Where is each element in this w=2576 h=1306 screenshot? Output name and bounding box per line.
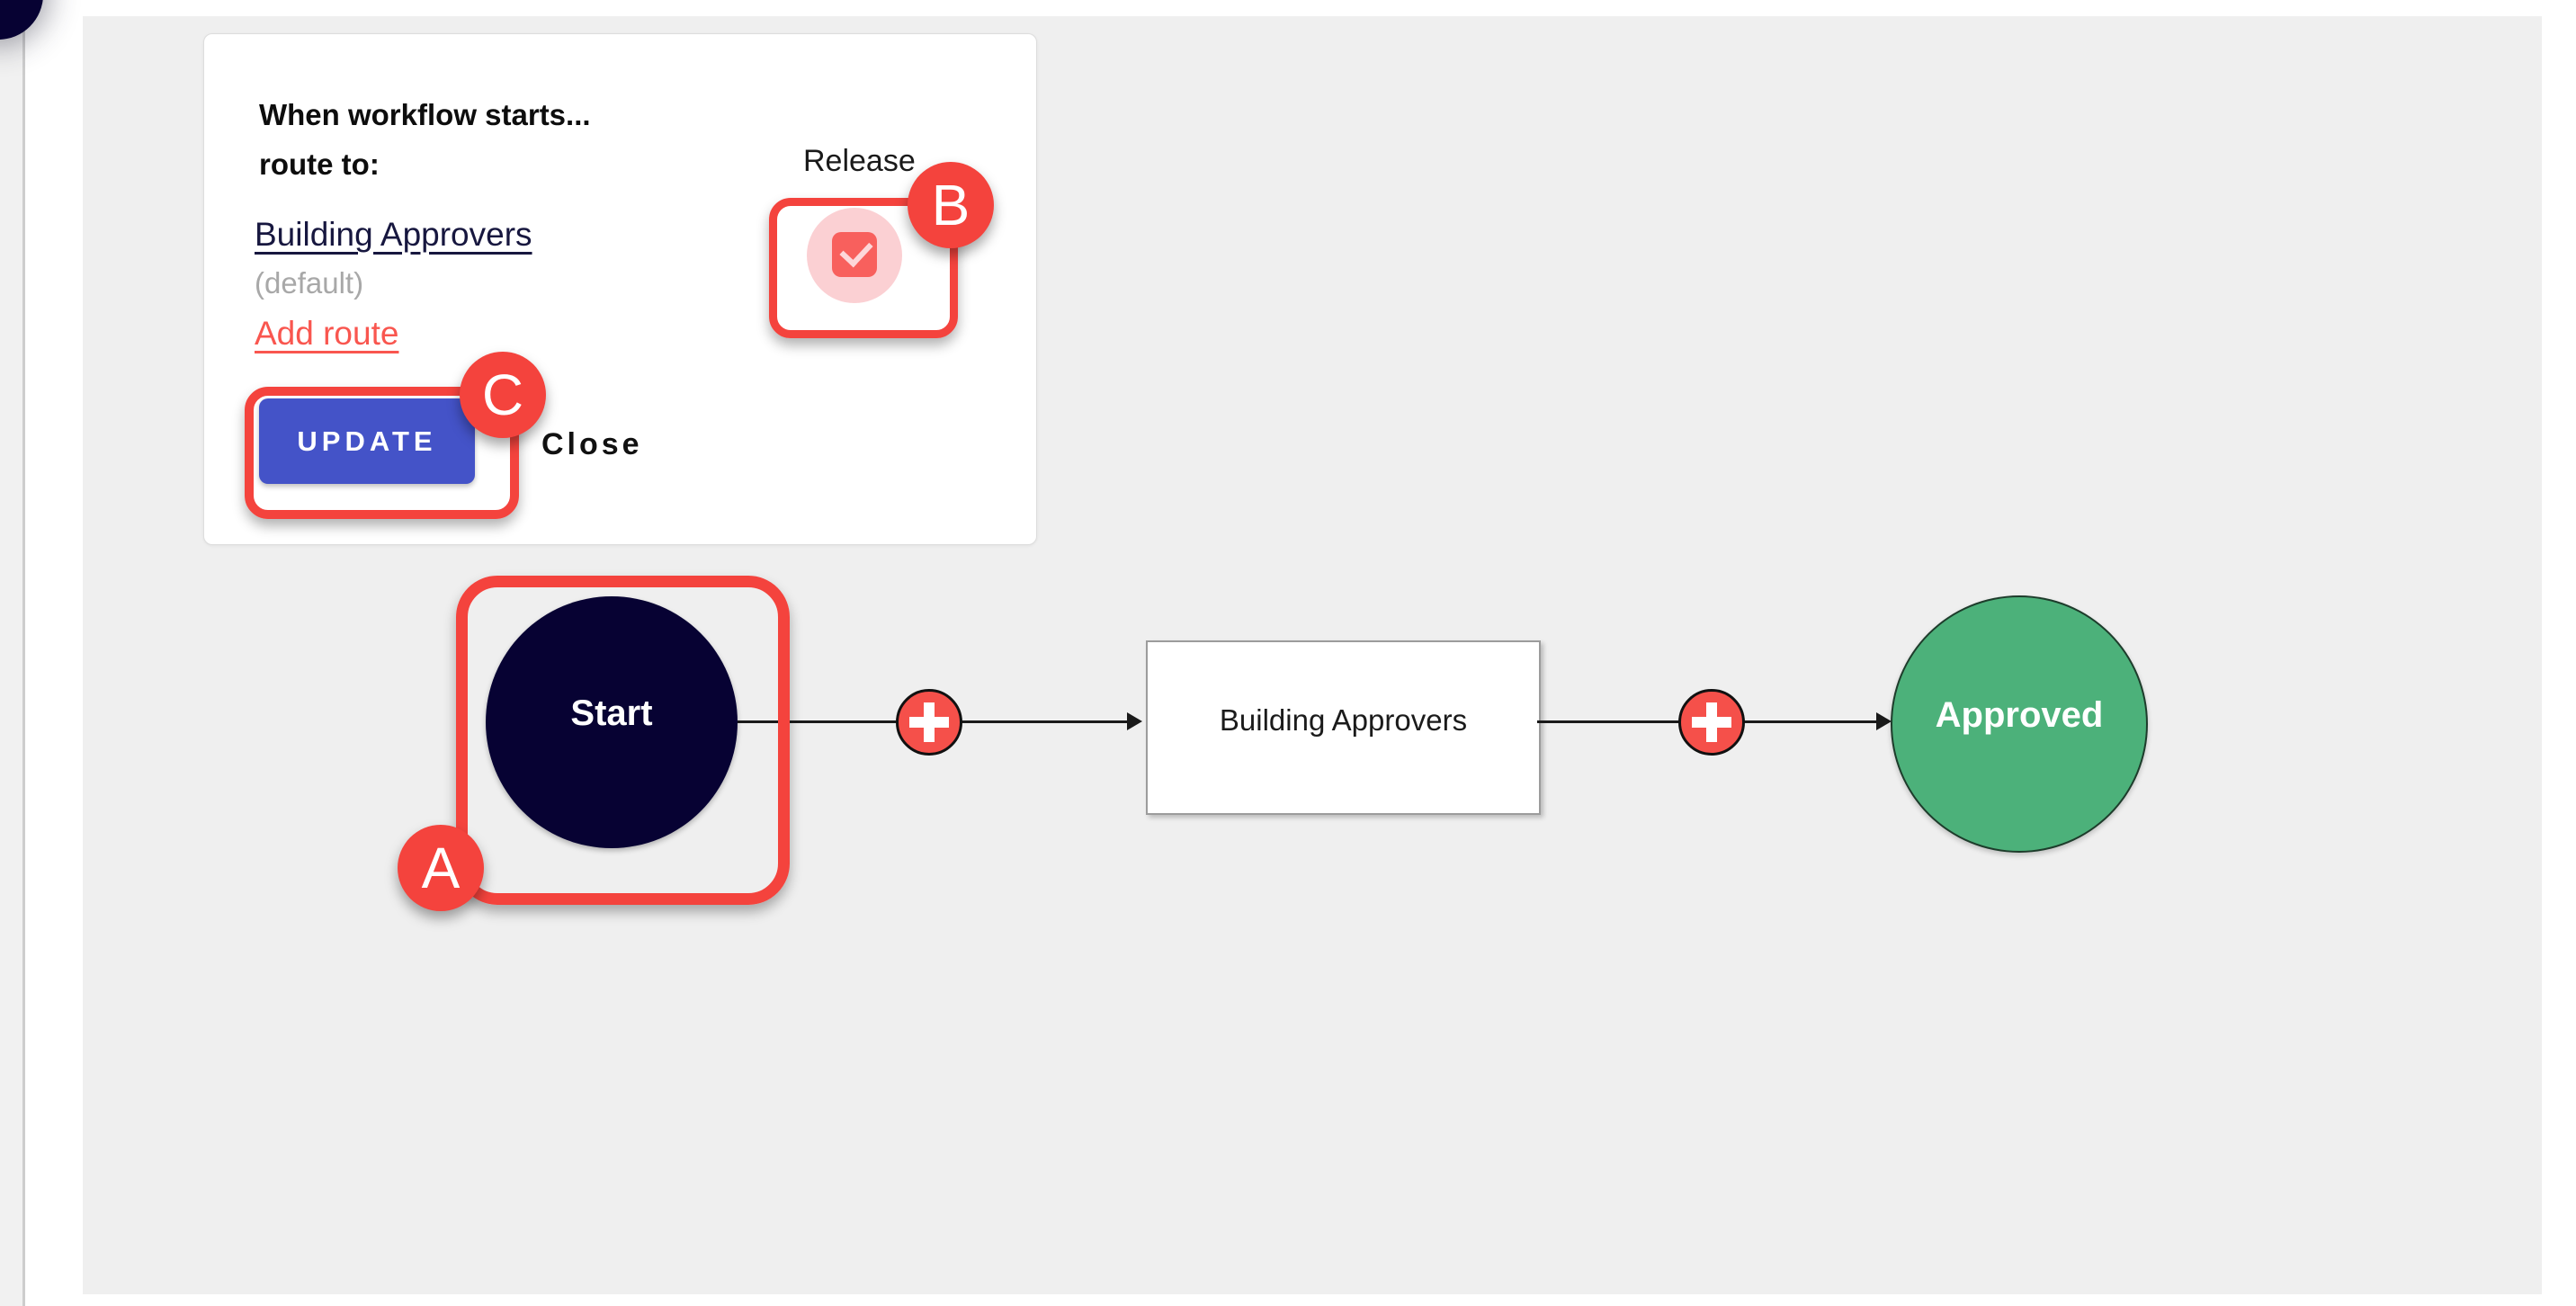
annotation-badge-c: C (460, 352, 546, 438)
approved-node-label: Approved (1935, 694, 2104, 735)
update-button[interactable]: UPDATE (259, 398, 475, 484)
panel-title: When workflow starts... route to: (259, 90, 591, 189)
approved-node[interactable]: Approved (1891, 595, 2148, 853)
release-checkbox-halo (807, 208, 902, 303)
add-route-link[interactable]: Add route (255, 315, 399, 352)
plus-icon (899, 692, 960, 753)
start-node-label: Start (570, 693, 653, 733)
release-label: Release (803, 144, 916, 178)
plus-icon (1681, 692, 1742, 753)
close-button[interactable]: Close (536, 426, 648, 463)
task-node-label: Building Approvers (1219, 703, 1468, 737)
left-rail (0, 0, 22, 1306)
rail-divider-line (22, 0, 25, 1306)
add-step-button-2[interactable] (1678, 689, 1745, 756)
panel-title-line1: When workflow starts... (259, 98, 591, 131)
add-step-button-1[interactable] (896, 689, 962, 756)
annotation-box-c (245, 387, 519, 519)
arrow-head-icon (1876, 712, 1892, 730)
release-checkbox[interactable] (832, 232, 877, 277)
annotation-badge-b: B (908, 162, 994, 248)
annotation-box-b (769, 198, 958, 338)
panel-title-line2: route to: (259, 148, 380, 181)
route-default-label: (default) (255, 266, 364, 300)
task-node-building-approvers[interactable]: Building Approvers (1146, 640, 1541, 815)
annotation-badge-a: A (398, 825, 484, 911)
route-target-link[interactable]: Building Approvers (255, 216, 532, 253)
start-node[interactable]: Start (486, 596, 738, 848)
annotation-box-a (456, 576, 790, 905)
arrow-head-icon (1127, 712, 1142, 730)
